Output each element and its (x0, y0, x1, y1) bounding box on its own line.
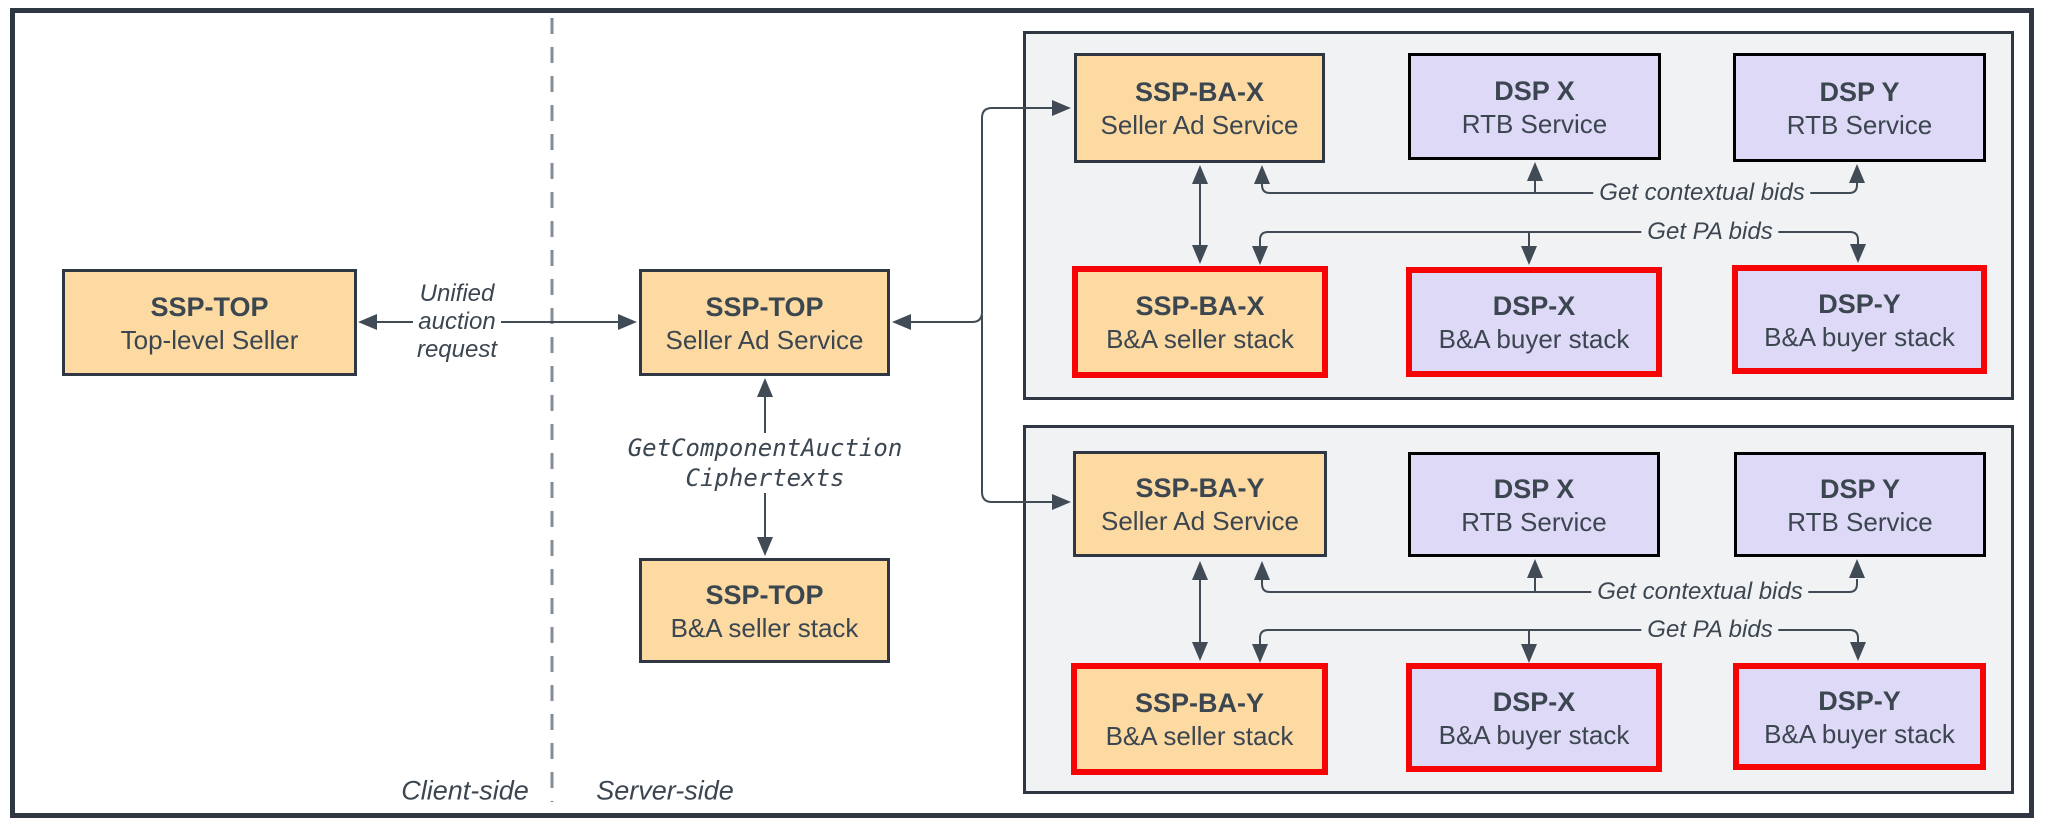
node-title: DSP Y (1819, 76, 1900, 107)
node-title: DSP X (1494, 75, 1575, 106)
node-subtitle: B&A buyer stack (1764, 321, 1955, 352)
node-subtitle: RTB Service (1461, 506, 1607, 537)
edge-label-unified-auction-request: Unified auction request (412, 280, 502, 364)
node-title: DSP X (1493, 473, 1575, 504)
node-g1-dsp-y-rtb-service: DSP Y RTB Service (1733, 53, 1986, 162)
node-subtitle: B&A buyer stack (1438, 324, 1630, 354)
node-title: SSP-BA-X (1135, 291, 1265, 321)
node-title: DSP Y (1819, 473, 1901, 504)
node-title: SSP-BA-X (1134, 77, 1264, 107)
node-g2-dsp-x-rtb-service: DSP X RTB Service (1408, 452, 1660, 557)
node-subtitle: Top-level Seller (120, 324, 299, 355)
node-subtitle: B&A seller stack (1105, 721, 1294, 751)
node-subtitle: Seller Ad Service (1100, 110, 1299, 140)
edge-label-g1-get-pa-bids: Get PA bids (1641, 218, 1779, 246)
edge-label-g2-get-pa-bids: Get PA bids (1641, 616, 1779, 644)
node-ssp-top-ba-seller-stack: SSP-TOP B&A seller stack (639, 558, 890, 663)
node-title: SSP-TOP (705, 579, 824, 610)
edge-g1-pa-bids (1259, 231, 1859, 247)
node-g1-dsp-x-ba-buyer-stack: DSP-X B&A buyer stack (1406, 267, 1662, 377)
edge-g2-pa-bids (1259, 629, 1859, 645)
node-ssp-ba-x-ba-seller-stack: SSP-BA-X B&A seller stack (1072, 266, 1328, 378)
node-ssp-top-seller-ad-service: SSP-TOP Seller Ad Service (639, 269, 890, 376)
edge-g1-contextual-bids (1261, 182, 1858, 194)
node-title: DSP-Y (1818, 685, 1901, 716)
diagram-outer-frame (10, 8, 2034, 818)
node-ssp-ba-y-seller-ad-service: SSP-BA-Y Seller Ad Service (1073, 451, 1327, 557)
node-subtitle: Seller Ad Service (1101, 506, 1299, 536)
node-subtitle: B&A buyer stack (1438, 719, 1630, 750)
node-subtitle: B&A seller stack (670, 612, 859, 643)
node-subtitle: B&A seller stack (1106, 324, 1294, 354)
node-ssp-ba-y-ba-seller-stack: SSP-BA-Y B&A seller stack (1071, 663, 1328, 775)
zone-label-client-side: Client-side (401, 775, 529, 806)
node-g1-dsp-x-rtb-service: DSP X RTB Service (1408, 53, 1661, 160)
node-ssp-top-top-level-seller: SSP-TOP Top-level Seller (62, 269, 357, 376)
node-g2-dsp-y-rtb-service: DSP Y RTB Service (1734, 452, 1986, 557)
node-title: SSP-TOP (705, 291, 824, 322)
edge-label-get-component-auction-ciphertexts: GetComponentAuction Ciphertexts (623, 433, 907, 493)
arrowheads (358, 100, 1866, 663)
node-subtitle: RTB Service (1787, 506, 1933, 537)
node-title: SSP-BA-Y (1135, 473, 1265, 503)
edge-fork-top-branch (910, 107, 1053, 323)
node-g2-dsp-y-ba-buyer-stack: DSP-Y B&A buyer stack (1733, 663, 1986, 770)
edge-g2-contextual-bids (1261, 579, 1858, 593)
node-title: SSP-TOP (150, 291, 269, 322)
node-subtitle: Seller Ad Service (665, 324, 864, 355)
node-g1-dsp-y-ba-buyer-stack: DSP-Y B&A buyer stack (1732, 265, 1987, 374)
edge-fork-bottom-branch (981, 315, 1053, 503)
node-subtitle: RTB Service (1786, 109, 1933, 140)
edge-label-g1-get-contextual-bids: Get contextual bids (1593, 179, 1811, 207)
node-subtitle: RTB Service (1461, 108, 1608, 139)
zone-label-server-side: Server-side (596, 775, 734, 806)
node-title: SSP-BA-Y (1134, 688, 1264, 718)
node-title: DSP-X (1492, 686, 1576, 717)
node-title: DSP-X (1492, 291, 1576, 321)
node-ssp-ba-x-seller-ad-service: SSP-BA-X Seller Ad Service (1074, 53, 1325, 163)
node-title: DSP-Y (1818, 288, 1901, 319)
node-subtitle: B&A buyer stack (1764, 718, 1955, 749)
node-g2-dsp-x-ba-buyer-stack: DSP-X B&A buyer stack (1406, 663, 1662, 772)
edge-label-g2-get-contextual-bids: Get contextual bids (1591, 578, 1809, 606)
